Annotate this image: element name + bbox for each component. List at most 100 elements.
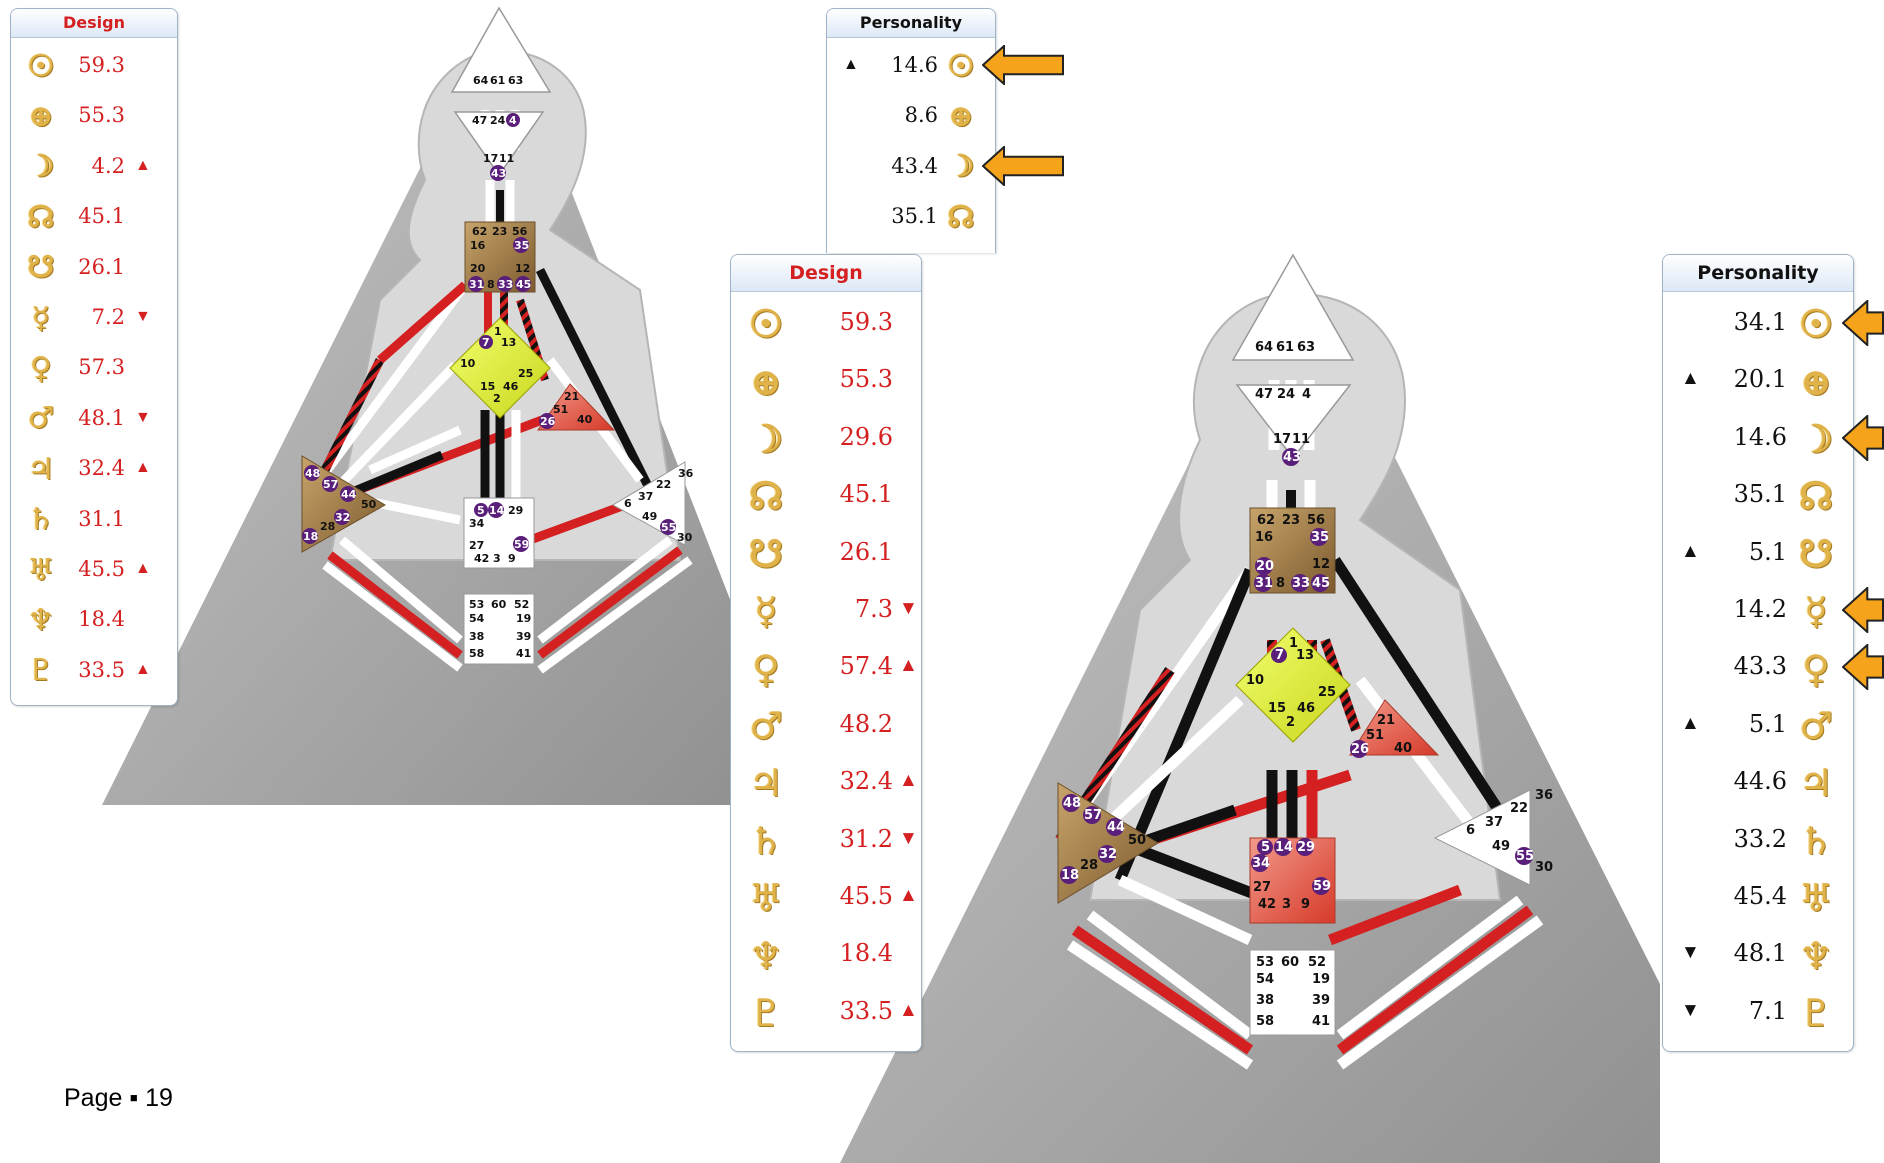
gate-label: 36 bbox=[1535, 788, 1553, 803]
planet-row: ▲5.1☋ bbox=[1663, 525, 1853, 582]
pointer-arrow-icon bbox=[982, 146, 1064, 186]
gate-label: 62 bbox=[1257, 513, 1275, 528]
personality-panel-2: Personality 34.1☉▲20.1⊕14.6☽35.1☊▲5.1☋14… bbox=[1662, 254, 1854, 1052]
gate-label: 63 bbox=[508, 74, 523, 87]
gate-label: 14 bbox=[489, 504, 505, 517]
position-value: 5.1 bbox=[1748, 537, 1787, 566]
gate-labels: 64 61 63 47 24 4 17 11 43 62 23 56 16 35… bbox=[302, 74, 694, 660]
planet-row: 45.4♅ bbox=[1663, 869, 1853, 926]
planet-row: 43.3♀ bbox=[1663, 639, 1853, 696]
gate-label: 27 bbox=[1253, 880, 1271, 895]
gate-label: 38 bbox=[1256, 993, 1274, 1008]
position-value: 35.1 bbox=[1733, 480, 1787, 509]
personality-panel-1: Personality ▲14.6☉8.6⊕43.4☽35.1☊ bbox=[826, 8, 996, 253]
gate-label: 1 bbox=[1289, 636, 1298, 651]
moon-icon: ☽ bbox=[748, 415, 784, 461]
north-node-icon: ☊ bbox=[27, 199, 55, 235]
gate-label: 57 bbox=[1084, 808, 1102, 823]
pointer-arrow-icon bbox=[1842, 644, 1884, 691]
gate-label: 63 bbox=[1297, 340, 1315, 355]
south-node-icon: ☋ bbox=[1799, 530, 1833, 576]
gate-label: 50 bbox=[361, 498, 377, 511]
gate-label: 35 bbox=[514, 239, 529, 252]
gate-label: 41 bbox=[516, 647, 531, 660]
gate-label: 25 bbox=[1318, 685, 1336, 700]
uranus-icon: ♅ bbox=[1798, 875, 1834, 921]
earth-icon: ⊕ bbox=[750, 358, 782, 404]
planet-row: 18.4♆ bbox=[11, 595, 177, 645]
uranus-icon: ♅ bbox=[27, 552, 55, 588]
root-center bbox=[1249, 949, 1336, 1036]
gate-label: 37 bbox=[1485, 815, 1503, 830]
planet-row: 31.1♄ bbox=[11, 495, 177, 545]
north-node-icon: ☊ bbox=[1799, 473, 1833, 519]
ego-center bbox=[537, 383, 616, 431]
planet-row: ▲4.2☽ bbox=[11, 142, 177, 192]
gate-label: 39 bbox=[1312, 993, 1330, 1008]
gate-label: 4 bbox=[1302, 387, 1311, 402]
gate-label: 24 bbox=[1277, 387, 1295, 402]
position-value: 33.5 bbox=[78, 657, 125, 682]
detriment-mark: ▼ bbox=[899, 598, 918, 619]
planet-row: 18.4♆ bbox=[731, 926, 921, 983]
detriment-mark: ▼ bbox=[135, 308, 151, 325]
exalted-mark: ▲ bbox=[899, 885, 918, 906]
gate-label: 7 bbox=[482, 336, 490, 349]
head-center bbox=[450, 6, 552, 93]
gate-label: 9 bbox=[508, 552, 516, 565]
bodygraph-2: 64 61 63 47 24 4 17 11 43 62 23 56 16 35… bbox=[840, 253, 1660, 1163]
pointer-arrow-icon bbox=[1842, 586, 1884, 633]
gate-label: 55 bbox=[661, 521, 676, 534]
gate-label: 40 bbox=[577, 413, 593, 426]
gate-label: 23 bbox=[492, 225, 507, 238]
mars-icon: ♂ bbox=[1798, 702, 1834, 748]
north-node-icon: ☊ bbox=[947, 199, 975, 235]
position-value: 18.4 bbox=[78, 607, 125, 632]
gate-label: 62 bbox=[472, 225, 487, 238]
gate-label: 23 bbox=[1282, 513, 1300, 528]
gate-label: 36 bbox=[678, 467, 694, 480]
position-value: 4.2 bbox=[91, 153, 125, 178]
position-value: 43.4 bbox=[891, 153, 938, 178]
position-value: 7.2 bbox=[91, 305, 125, 329]
position-value: 7.3 bbox=[854, 595, 893, 623]
position-value: 31.2 bbox=[839, 824, 893, 853]
position-value: 32.4 bbox=[839, 767, 893, 796]
planet-row: ▼48.1♂ bbox=[11, 394, 177, 444]
uranus-icon: ♅ bbox=[748, 875, 784, 921]
gate-label: 8 bbox=[487, 278, 495, 291]
gate-label: 41 bbox=[1312, 1014, 1330, 1029]
position-value: 35.1 bbox=[891, 204, 938, 229]
gate-label: 56 bbox=[512, 225, 528, 238]
exalted-mark: ▲ bbox=[899, 999, 918, 1021]
planet-row: ▼7.3☿ bbox=[731, 582, 921, 639]
exalted-mark: ▲ bbox=[135, 156, 151, 174]
gate-label: 19 bbox=[516, 612, 531, 625]
gate-label: 9 bbox=[1301, 897, 1310, 912]
position-value: 5.1 bbox=[1748, 709, 1787, 738]
gate-label: 20 bbox=[1256, 559, 1274, 574]
root-center bbox=[463, 593, 535, 665]
ajna-center bbox=[453, 111, 545, 177]
earth-icon: ⊕ bbox=[1800, 358, 1832, 404]
gate-label: 47 bbox=[472, 114, 487, 127]
position-value: 18.4 bbox=[839, 939, 893, 968]
gate-label: 20 bbox=[470, 262, 486, 275]
gate-label: 14 bbox=[1275, 840, 1293, 855]
position-value: 45.5 bbox=[839, 882, 893, 910]
mars-icon: ♂ bbox=[27, 401, 55, 437]
gate-label: 12 bbox=[515, 262, 530, 275]
gate-label: 4 bbox=[509, 114, 517, 127]
gate-label: 10 bbox=[460, 357, 476, 370]
position-value: 45.5 bbox=[78, 557, 125, 581]
position-value: 26.1 bbox=[839, 537, 893, 566]
planet-row: ▲5.1♂ bbox=[1663, 697, 1853, 754]
gate-label: 15 bbox=[1268, 701, 1286, 716]
jupiter-icon: ♃ bbox=[748, 760, 784, 806]
planet-row: ▼7.1♇ bbox=[1663, 984, 1853, 1041]
planet-row: ▲20.1⊕ bbox=[1663, 352, 1853, 409]
gate-label: 56 bbox=[1307, 513, 1325, 528]
moon-icon: ☽ bbox=[947, 149, 975, 185]
gate-label: 33 bbox=[498, 278, 513, 291]
planet-row: 45.1☊ bbox=[731, 467, 921, 524]
